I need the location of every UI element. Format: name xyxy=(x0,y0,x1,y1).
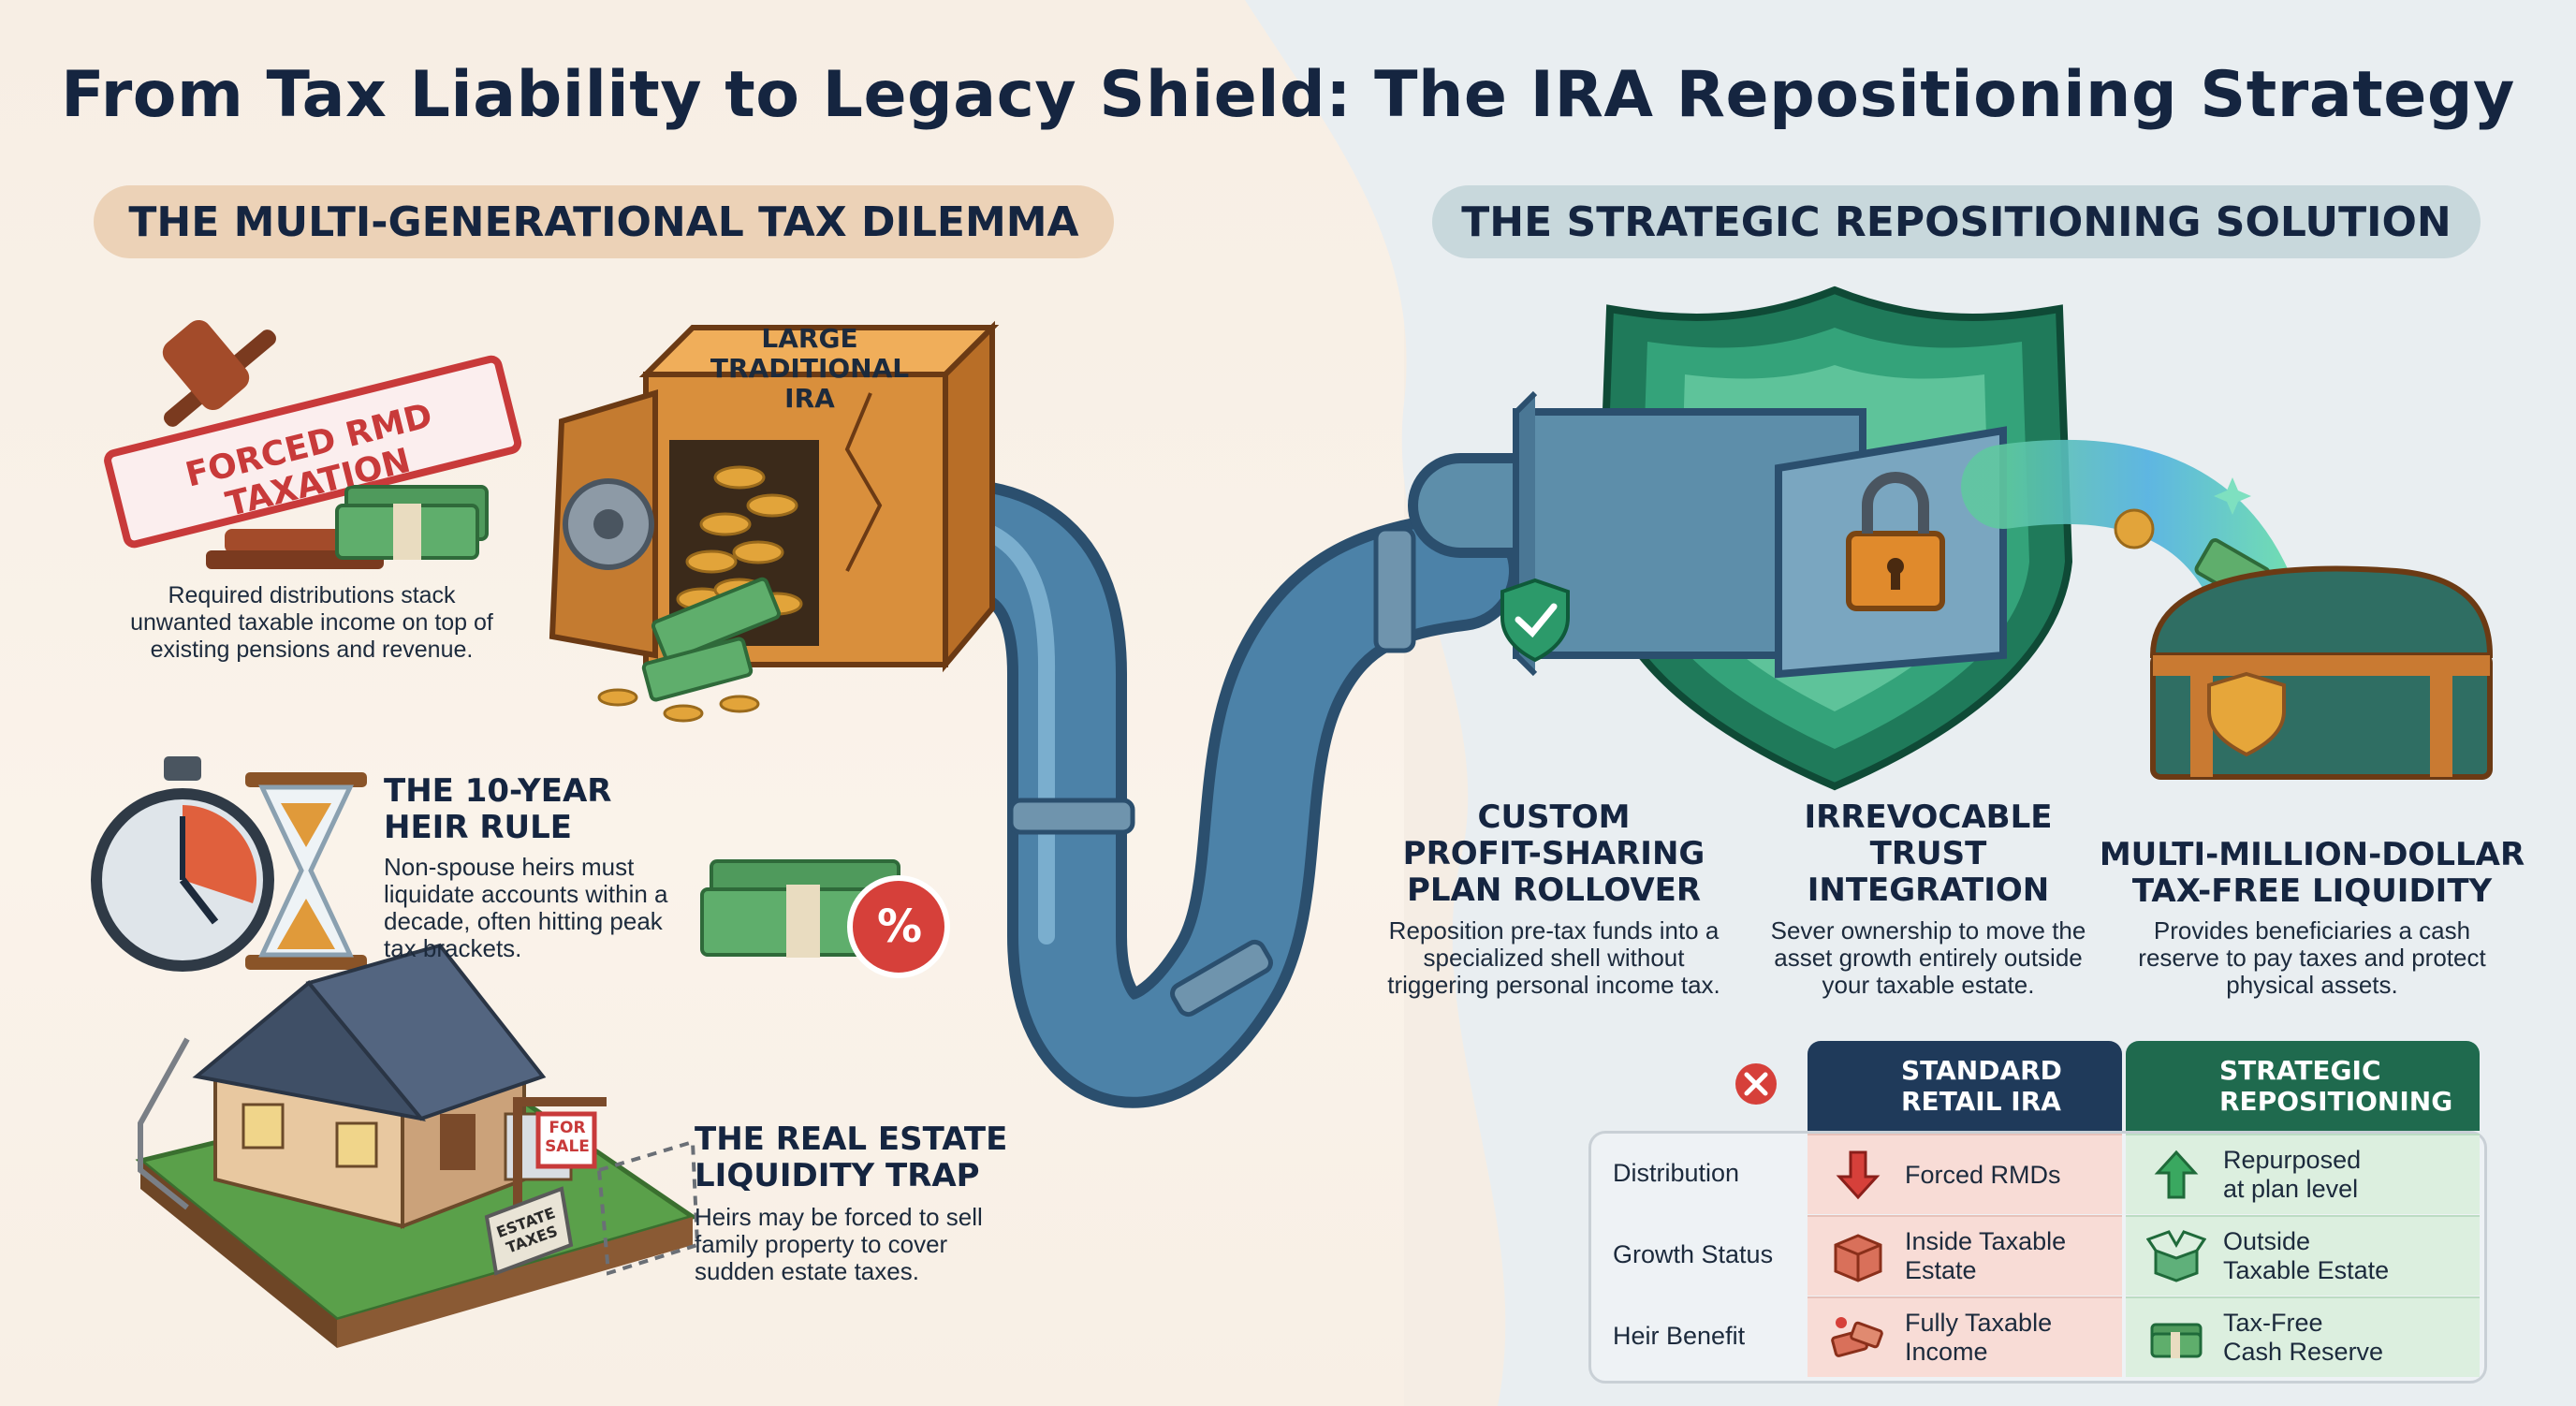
green-open-box-icon xyxy=(2146,1230,2206,1282)
page-title: From Tax Liability to Legacy Shield: The… xyxy=(61,58,2515,132)
left-section-heading: THE MULTI-GENERATIONAL TAX DILEMMA xyxy=(94,185,1114,258)
growth-standard-text: Inside Taxable Estate xyxy=(1905,1227,2067,1284)
green-up-arrow-icon xyxy=(2154,1150,2199,1199)
real-estate-body: Heirs may be forced to sell family prope… xyxy=(695,1203,983,1285)
step-2-title: IRREVOCABLE TRUST INTEGRATION xyxy=(1804,798,2053,909)
step-1-body: Reposition pre-tax funds into a speciali… xyxy=(1387,916,1720,999)
shield-vault xyxy=(1513,286,2073,791)
strategic-header-text: STRATEGIC REPOSITIONING xyxy=(2219,1055,2453,1117)
estate-taxes-sign xyxy=(484,1139,700,1276)
strategic-repositioning-header: STRATEGIC REPOSITIONING xyxy=(2126,1041,2480,1131)
pipe-shield-badge xyxy=(1500,578,1570,663)
green-cash-icon xyxy=(2150,1323,2203,1358)
step-3-body: Provides beneficiaries a cash reserve to… xyxy=(2138,916,2486,999)
row-label-distribution: Distribution xyxy=(1613,1158,1740,1187)
heir-standard-text: Fully Taxable Income xyxy=(1905,1309,2053,1366)
red-cash-icon xyxy=(1831,1317,1883,1357)
std-x-icon xyxy=(1735,1063,1777,1105)
safe-label: LARGE TRADITIONAL IRA xyxy=(710,323,910,414)
growth-strategic-text: Outside Taxable Estate xyxy=(2223,1227,2390,1284)
heir-rule-body: Non-spouse heirs must liquidate accounts… xyxy=(384,853,668,962)
row-label-growth-status: Growth Status xyxy=(1613,1239,1774,1268)
standard-ira-header: STANDARD RETAIL IRA xyxy=(1808,1041,2122,1131)
standard-ira-header-text: STANDARD RETAIL IRA xyxy=(1901,1055,2062,1117)
rmd-description: Required distributions stack unwanted ta… xyxy=(130,582,493,663)
red-down-arrow-icon xyxy=(1836,1150,1881,1200)
for-sale-text: FOR SALE xyxy=(545,1119,590,1156)
cash-percent-icon xyxy=(700,859,950,978)
cash-stack-icon xyxy=(335,485,489,560)
row-label-heir-benefit: Heir Benefit xyxy=(1613,1321,1746,1350)
heir-strategic-text: Tax-Free Cash Reserve xyxy=(2223,1309,2384,1366)
comparison-table: STANDARD RETAIL IRA STRATEGIC REPOSITION… xyxy=(1588,1041,2487,1384)
heir-rule-title: THE 10-YEAR HEIR RULE xyxy=(384,772,612,846)
distribution-standard: Forced RMDs xyxy=(1808,1134,2122,1214)
stopwatch-icon xyxy=(91,756,274,972)
real-estate-title: THE REAL ESTATE LIQUIDITY TRAP xyxy=(695,1120,1008,1194)
heir-standard: Fully Taxable Income xyxy=(1808,1296,2122,1377)
right-section-heading: THE STRATEGIC REPOSITIONING SOLUTION xyxy=(1432,185,2481,258)
growth-strategic: Outside Taxable Estate xyxy=(2126,1215,2480,1296)
for-sale-sign xyxy=(513,1097,607,1240)
treasure-chest-icon xyxy=(2149,565,2494,780)
distribution-strategic: Repurposed at plan level xyxy=(2126,1134,2480,1214)
red-box-icon xyxy=(1834,1234,1882,1282)
heir-strategic: Tax-Free Cash Reserve xyxy=(2126,1296,2480,1377)
step-1-title: CUSTOM PROFIT-SHARING PLAN ROLLOVER xyxy=(1402,798,1705,909)
distribution-strategic-text: Repurposed at plan level xyxy=(2223,1146,2362,1203)
hourglass-icon xyxy=(245,772,367,970)
ira-safe xyxy=(549,320,1000,723)
step-3-title: MULTI-MILLION-DOLLAR TAX-FREE LIQUIDITY xyxy=(2099,836,2525,910)
percent-icon: % xyxy=(876,901,923,953)
step-2-body: Sever ownership to move the asset growth… xyxy=(1770,916,2086,999)
distribution-standard-text: Forced RMDs xyxy=(1905,1160,2061,1189)
forced-rmd-stamp xyxy=(104,355,522,549)
gavel-icon xyxy=(162,319,384,569)
growth-standard: Inside Taxable Estate xyxy=(1808,1215,2122,1296)
house-icon xyxy=(135,943,698,1348)
